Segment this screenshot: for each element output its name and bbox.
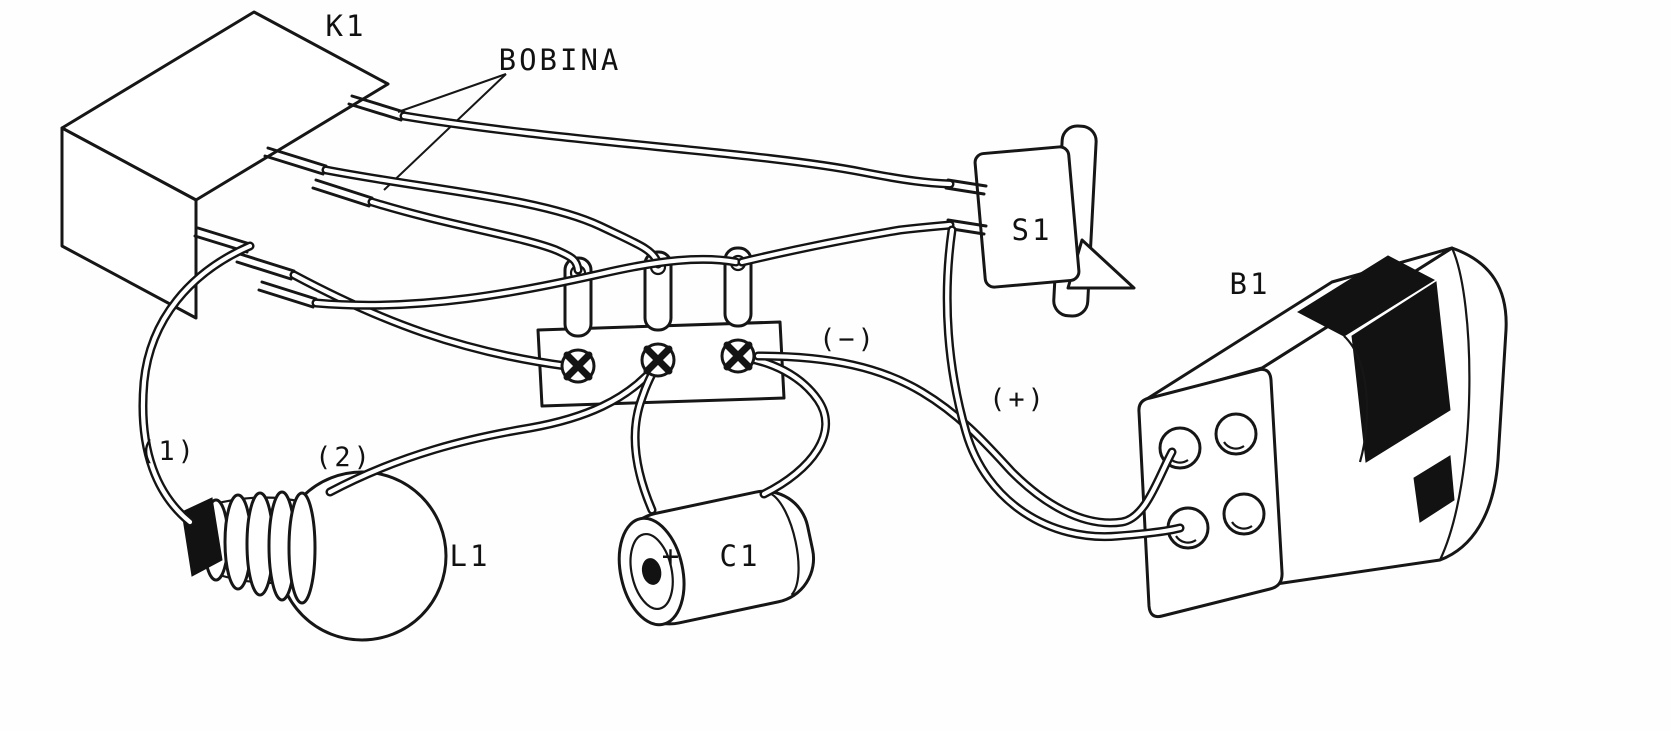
battery-cell-dark-top: [1296, 255, 1436, 337]
wire-lug-c-to-s1-core: [739, 222, 953, 265]
wire-k1-to-strip-left-core: [291, 272, 569, 369]
wire-k1-to-lug-a-core: [369, 199, 581, 273]
lamp-l1: [181, 470, 448, 642]
capacitor-end-dot: [641, 558, 662, 585]
screw-terminal-2: [640, 342, 676, 378]
battery-cell-dark-end: [1413, 455, 1455, 523]
label-b1: B1: [1230, 267, 1271, 301]
label-positive: (+): [989, 384, 1047, 415]
relay-k1: [60, 10, 406, 320]
lamp-contact-tip: [181, 497, 223, 577]
wire-1-lamp-core: [140, 243, 253, 525]
coil-pointers: [383, 73, 507, 191]
diagram-labels: K1 BOBINA S1 B1 L1 C1 (1) (2) (−) (+) +: [139, 9, 1271, 573]
label-wire-2: (2): [315, 442, 373, 473]
wire-neg-strip-to-battery-core: [755, 353, 1175, 525]
switch-s1: [944, 124, 1136, 318]
label-c1: C1: [720, 539, 761, 573]
label-wire-1: (1): [139, 436, 197, 467]
label-l1: L1: [450, 539, 491, 573]
wire-cap-lead-right-core: [743, 355, 828, 497]
capacitor-c1: [617, 489, 816, 627]
capacitor-polarity-mark: +: [662, 539, 682, 573]
relay-pins: [193, 94, 406, 309]
wire-k1-to-lug-c: [311, 254, 741, 310]
label-bobina: BOBINA: [499, 43, 622, 77]
screw-terminal-3: [720, 338, 756, 374]
screw-terminal-1: [560, 348, 596, 384]
wire-k1-to-lug-b-core: [323, 167, 661, 267]
terminal-screws: [560, 338, 756, 384]
wire-k1-to-lug-c-core: [313, 257, 739, 308]
wire-k1-to-lug-b: [321, 165, 663, 269]
battery-b1: [1137, 246, 1508, 618]
label-negative: (−): [819, 324, 877, 355]
label-k1: K1: [326, 9, 367, 43]
wires: [138, 111, 1185, 542]
wire-k1-to-s1-core: [401, 113, 953, 187]
label-s1: S1: [1012, 213, 1053, 247]
wire-pos-s1-to-battery-core: [945, 227, 1183, 539]
battery-cell-dark-side: [1351, 281, 1451, 463]
wire-2-lamp-to-strip-core: [327, 365, 657, 495]
